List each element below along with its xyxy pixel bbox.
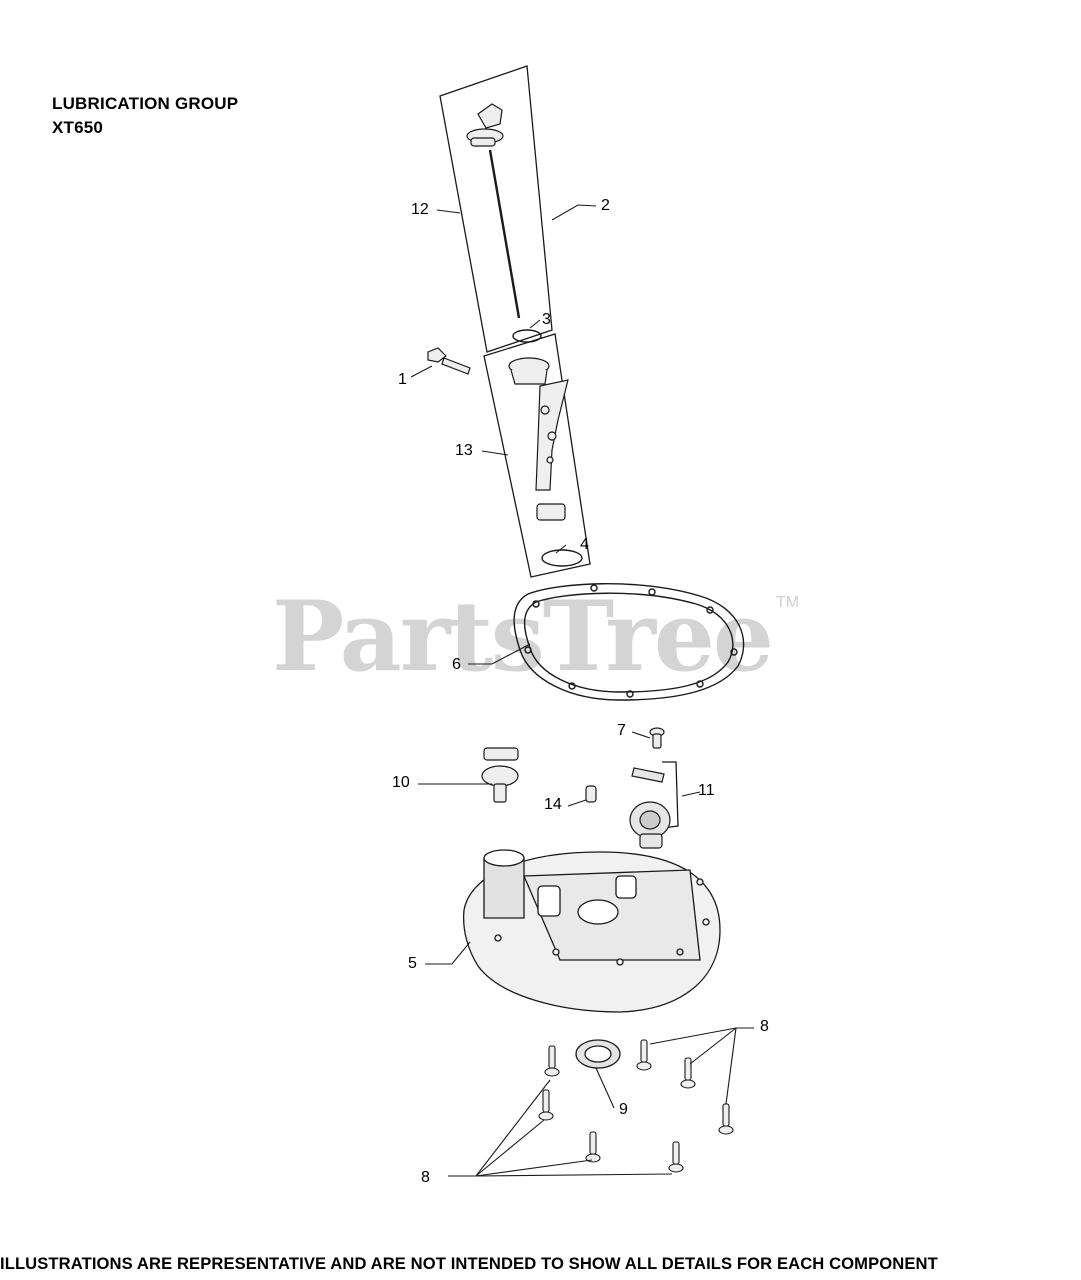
callout-8-lower: 8 [421, 1169, 430, 1186]
footer-disclaimer: ILLUSTRATIONS ARE REPRESENTATIVE AND ARE… [0, 1254, 938, 1273]
callout-12: 12 [411, 201, 429, 218]
callout-5: 5 [408, 955, 417, 972]
callout-13: 13 [455, 442, 473, 459]
callout-10: 10 [392, 774, 410, 791]
oil-pump-part [629, 767, 671, 849]
callout-6: 6 [452, 656, 461, 673]
dowel-pin-part [585, 785, 597, 803]
dipstick-tube-part [508, 357, 569, 521]
callout-7: 7 [617, 722, 626, 739]
leader-lines [410, 204, 754, 1177]
bolts-8-part [538, 1039, 734, 1173]
callout-2: 2 [601, 197, 610, 214]
callout-1: 1 [398, 371, 407, 388]
bolt-7-part [649, 727, 665, 749]
watermark-text: PartsTree [272, 580, 774, 693]
callout-14: 14 [544, 796, 562, 813]
callout-9: 9 [619, 1101, 628, 1118]
screw-1-part [427, 347, 471, 375]
diagram-subtitle: XT650 [52, 118, 104, 137]
gasket-part [513, 583, 745, 701]
oil-seal-part [575, 1039, 621, 1069]
dipstick-part [466, 103, 521, 319]
dipstick-assembly-outline [439, 65, 553, 353]
crankcase-cover-part [462, 849, 721, 1013]
oring-3-part [512, 329, 542, 343]
callout-11: 11 [698, 782, 715, 799]
callout-3: 3 [542, 311, 551, 328]
oil-fill-plug-part [481, 747, 519, 803]
watermark-trademark: TM [776, 594, 800, 611]
callout-4: 4 [580, 536, 589, 553]
diagram-title: LUBRICATION GROUP [52, 94, 239, 113]
oring-4-part [541, 549, 583, 567]
callout-8-upper: 8 [760, 1018, 769, 1035]
oil-pump-assembly-bracket [661, 761, 679, 829]
